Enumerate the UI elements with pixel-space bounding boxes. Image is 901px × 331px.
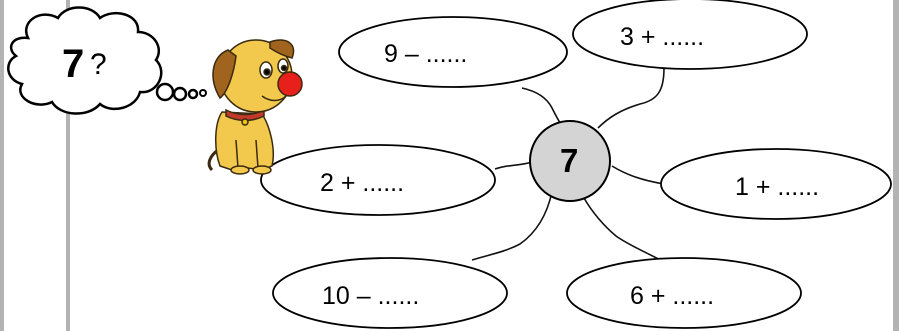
bubble-text-mid-right: 1 + ...... [735, 173, 820, 201]
connector-bottom-left [471, 191, 553, 261]
thought-number: 7 [62, 42, 85, 86]
connector-top-right [597, 67, 665, 129]
bubble-top-right [572, 0, 808, 70]
bubble-top-left [338, 16, 568, 88]
bubble-mid-left [260, 144, 496, 216]
right-border [893, 0, 899, 331]
thought-bubble-icon [7, 6, 207, 115]
thought-question-mark: ? [90, 48, 107, 81]
bubble-text-bottom-right: 6 + ...... [630, 282, 715, 310]
center-circle [529, 120, 611, 202]
bubble-text-mid-left: 2 + ...... [320, 169, 405, 197]
left-border [0, 0, 4, 331]
bubble-text-bottom-left: 10 – ...... [322, 282, 420, 310]
bubble-bottom-left [272, 257, 508, 329]
connector-bottom-right [583, 197, 665, 263]
dog-icon [207, 39, 303, 175]
bubble-bottom-right [566, 257, 802, 329]
bubble-mid-right [660, 148, 892, 220]
connector-mid-left [494, 161, 533, 170]
connector-mid-right [611, 165, 665, 185]
center-number: 7 [560, 142, 579, 179]
inner-border [66, 0, 70, 331]
bubble-text-top-left: 9 – ...... [384, 40, 468, 68]
connector-lines [471, 67, 665, 263]
bubble-text-top-right: 3 + ...... [620, 23, 705, 51]
